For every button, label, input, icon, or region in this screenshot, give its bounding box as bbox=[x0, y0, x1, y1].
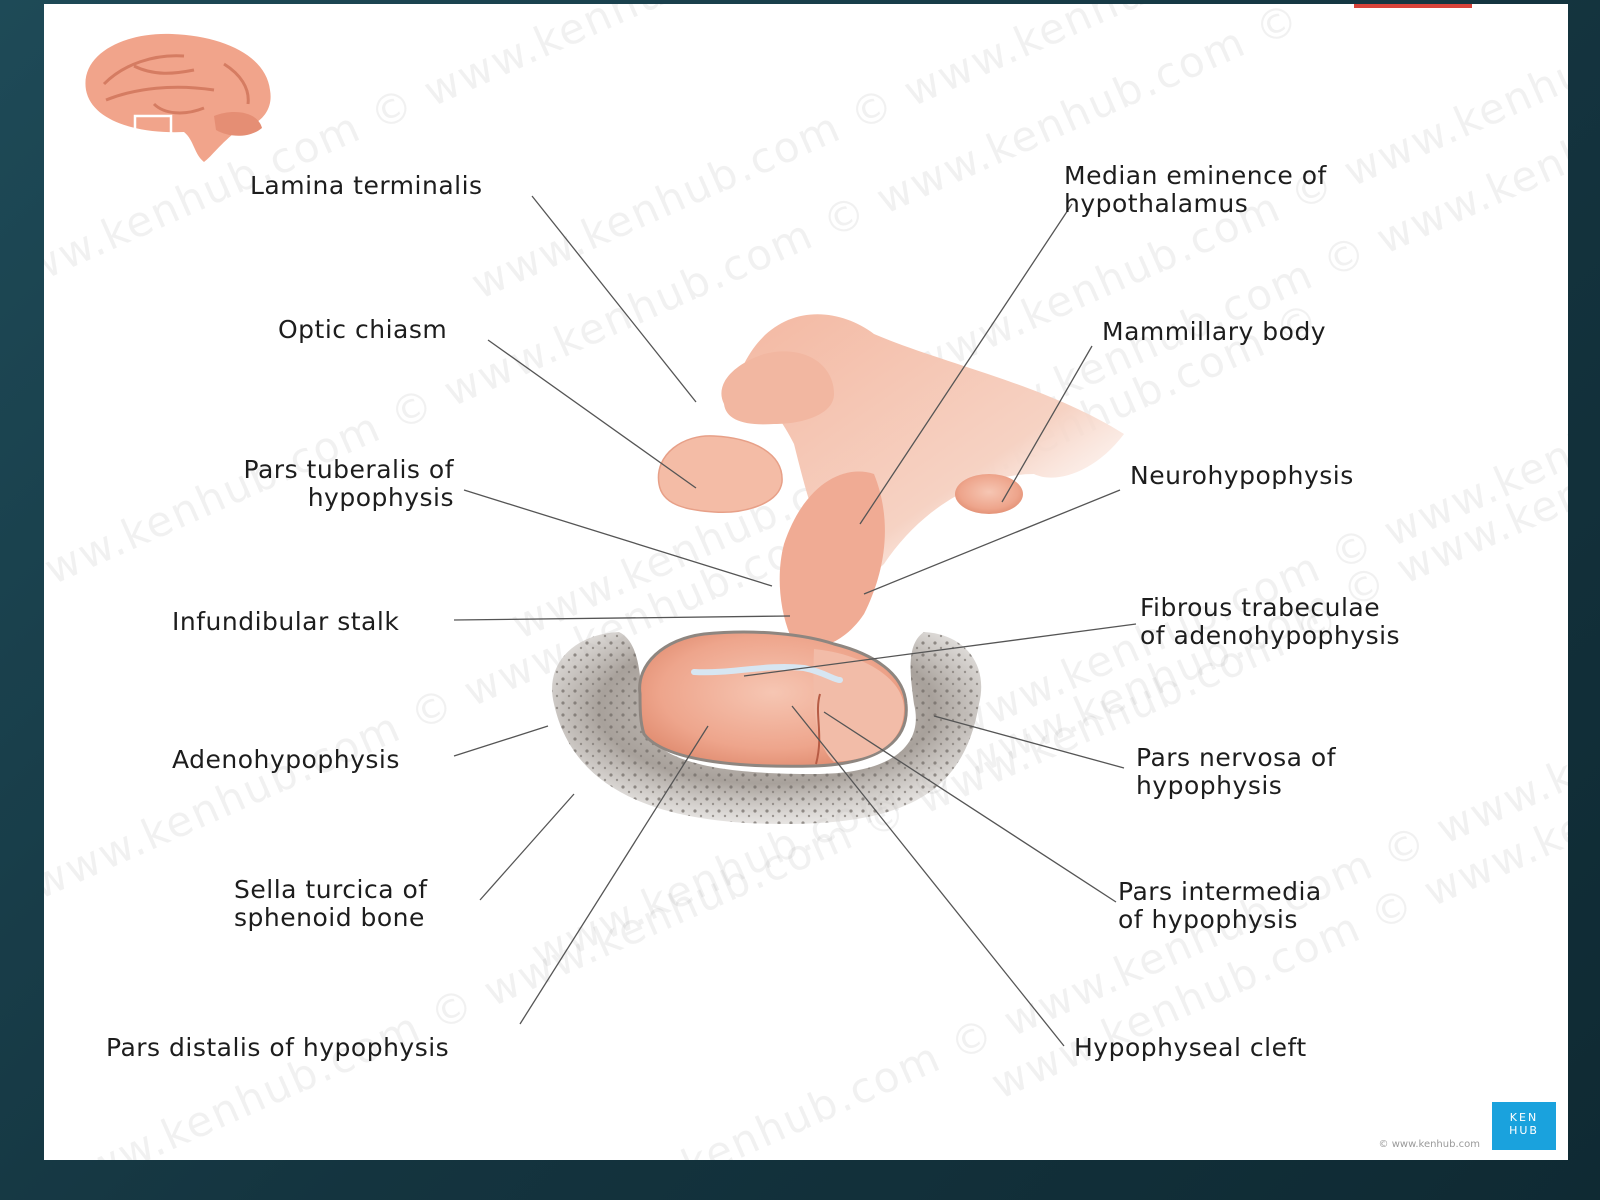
label-neurohypophysis: Neurohypophysis bbox=[1130, 461, 1354, 490]
hypophyseal-cleft-shape bbox=[815, 693, 821, 765]
label-fibrous-trabeculae: Fibrous trabeculae of adenohypophysis bbox=[1140, 593, 1401, 650]
label-sella-turcica: Sella turcica of sphenoid bone bbox=[234, 875, 428, 932]
slide: www.kenhub.com © www.kenhub.com © www.ke… bbox=[44, 4, 1568, 1160]
logo-line-2: HUB bbox=[1509, 1124, 1539, 1137]
slide-accent-bar bbox=[1354, 4, 1472, 8]
lamina-terminalis-shape bbox=[721, 351, 834, 425]
label-pars-intermedia: Pars intermedia of hypophysis bbox=[1118, 877, 1322, 934]
sella-texture bbox=[552, 632, 982, 824]
infundibular-stalk-shape bbox=[779, 471, 885, 648]
copyright-text: © www.kenhub.com bbox=[1378, 1139, 1480, 1150]
fibrous-trabeculae-shape bbox=[691, 664, 843, 683]
label-median-eminence: Median eminence of hypothalamus bbox=[1064, 161, 1327, 218]
label-pars-tuberalis: Pars tuberalis of hypophysis bbox=[243, 455, 454, 512]
label-mammillary-body: Mammillary body bbox=[1102, 317, 1327, 346]
brain-thumbnail-icon bbox=[85, 33, 271, 162]
logo-line-1: KEN bbox=[1509, 1111, 1539, 1124]
label-hypophyseal-cleft: Hypophyseal cleft bbox=[1074, 1033, 1307, 1062]
label-infundibular-stalk: Infundibular stalk bbox=[172, 607, 400, 636]
leader-lines bbox=[453, 195, 1137, 1047]
label-pars-nervosa: Pars nervosa of hypophysis bbox=[1136, 743, 1337, 800]
label-pars-distalis: Pars distalis of hypophysis bbox=[106, 1033, 450, 1062]
pituitary-illustration bbox=[85, 33, 1137, 1047]
mammillary-body-shape bbox=[955, 474, 1023, 514]
kenhub-logo: KEN HUB bbox=[1492, 1102, 1556, 1150]
label-lamina-terminalis: Lamina terminalis bbox=[250, 171, 483, 200]
optic-chiasm-shape bbox=[657, 435, 783, 513]
label-adenohypophysis: Adenohypophysis bbox=[172, 745, 400, 774]
label-optic-chiasm: Optic chiasm bbox=[278, 315, 448, 344]
